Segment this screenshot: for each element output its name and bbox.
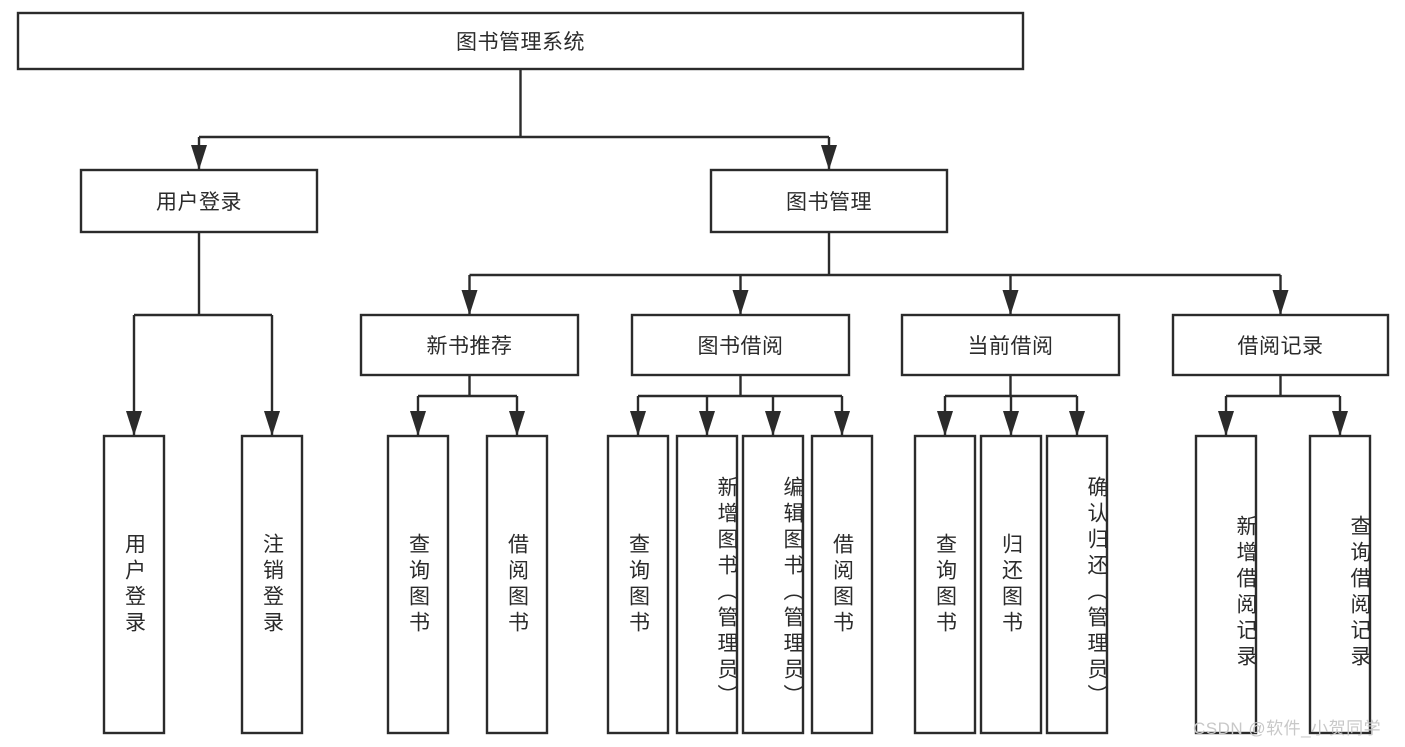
node-book-manage[interactable] <box>709 168 949 234</box>
arrow-head-current-borrow <box>1002 290 1019 315</box>
arrow-head-leaf-edit-book <box>765 411 781 436</box>
node-leaf-query-book-1[interactable] <box>386 434 450 735</box>
arrow-head-leaf-add-record <box>1218 411 1234 436</box>
node-leaf-query-record[interactable] <box>1308 434 1372 735</box>
arrow-head-leaf-confirm-return <box>1069 411 1085 436</box>
node-leaf-user-login[interactable] <box>102 434 166 735</box>
node-leaf-edit-book[interactable] <box>741 434 805 735</box>
arrow-head-book-manage <box>821 145 837 170</box>
node-leaf-add-record[interactable] <box>1194 434 1258 735</box>
arrow-head-leaf-query-book-3 <box>937 411 953 436</box>
box-layer <box>16 11 1390 735</box>
node-current-borrow[interactable] <box>900 313 1121 377</box>
node-leaf-confirm-return[interactable] <box>1045 434 1109 735</box>
node-book-borrow[interactable] <box>630 313 851 377</box>
arrow-head-leaf-user-logout <box>264 411 280 436</box>
node-leaf-user-logout[interactable] <box>240 434 304 735</box>
arrow-head-user-login <box>191 145 207 170</box>
arrow-head-book-borrow <box>732 290 749 315</box>
edge-layer <box>126 69 1348 436</box>
node-new-book-recommend[interactable] <box>359 313 580 377</box>
arrow-head-leaf-add-book <box>699 411 715 436</box>
node-leaf-add-book[interactable] <box>675 434 739 735</box>
arrow-head-borrow-record <box>1272 290 1289 315</box>
node-root[interactable] <box>16 11 1025 71</box>
arrow-head-leaf-query-book-2 <box>630 411 646 436</box>
arrow-head-leaf-query-book-1 <box>410 411 426 436</box>
arrow-head-leaf-borrow-book-1 <box>509 411 525 436</box>
arrow-head-new-book-recommend <box>461 290 478 315</box>
node-leaf-return-book[interactable] <box>979 434 1043 735</box>
node-leaf-borrow-book-1[interactable] <box>485 434 549 735</box>
arrow-head-leaf-borrow-book-2 <box>834 411 850 436</box>
arrow-head-leaf-query-record <box>1332 411 1348 436</box>
node-user-login[interactable] <box>79 168 319 234</box>
node-leaf-query-book-2[interactable] <box>606 434 670 735</box>
node-leaf-borrow-book-2[interactable] <box>810 434 874 735</box>
node-borrow-record[interactable] <box>1171 313 1390 377</box>
arrow-head-leaf-return-book <box>1003 411 1019 436</box>
arrow-head-leaf-user-login <box>126 411 142 436</box>
node-leaf-query-book-3[interactable] <box>913 434 977 735</box>
